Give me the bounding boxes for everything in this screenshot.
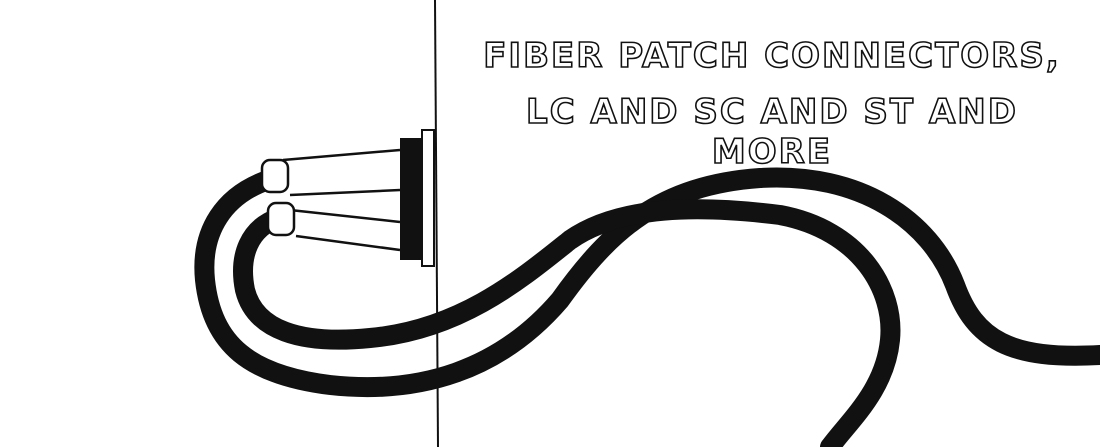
heading-line-2: LC AND SC AND ST AND MORE [525, 91, 1018, 173]
heading-line-1: FIBER PATCH CONNECTORS, [482, 35, 1061, 77]
plug-top [260, 158, 290, 194]
connector-adapter [400, 129, 435, 267]
fiber-cable [194, 167, 1100, 447]
lc-plugs [260, 148, 401, 252]
plug-bottom [266, 201, 296, 237]
